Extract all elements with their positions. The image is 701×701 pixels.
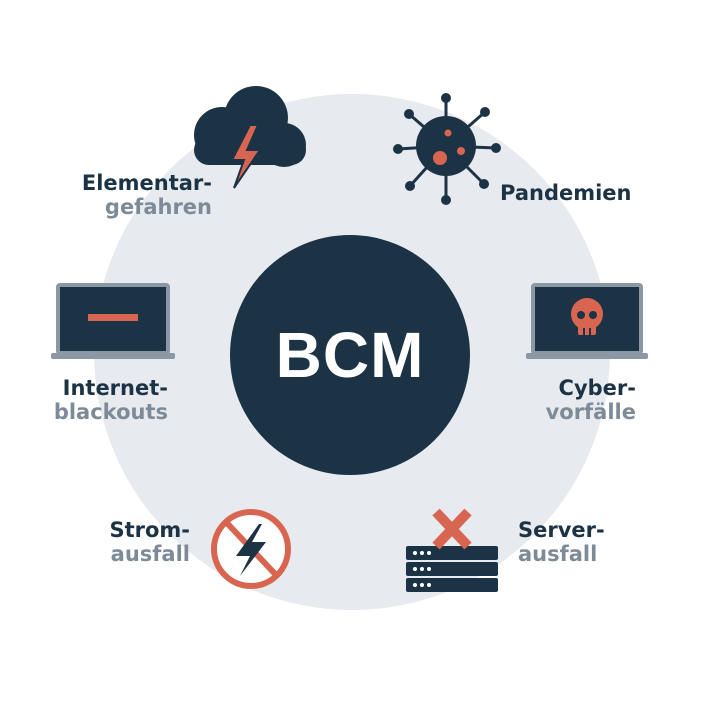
label-line2: vorfälle bbox=[545, 400, 636, 424]
label-stromausfall: Strom- ausfall bbox=[96, 518, 190, 566]
label-line1: Internet- bbox=[62, 376, 168, 400]
storm-cloud-icon bbox=[194, 86, 306, 189]
center-circle bbox=[230, 235, 470, 475]
label-cybervorfaelle: Cyber- vorfälle bbox=[520, 376, 636, 424]
label-line2: ausfall bbox=[518, 542, 598, 566]
no-power-icon bbox=[211, 509, 291, 589]
label-serverausfall: Server- ausfall bbox=[518, 518, 605, 566]
label-line2: blackouts bbox=[53, 400, 168, 424]
label-line1: Server- bbox=[518, 518, 605, 542]
laptop-skull-icon bbox=[526, 283, 648, 359]
label-line1: Strom- bbox=[109, 518, 190, 542]
laptop-minus-icon bbox=[51, 283, 175, 359]
label-elementargefahren: Elementar- gefahren bbox=[60, 171, 212, 219]
label-line1: Cyber- bbox=[558, 376, 636, 400]
center-label: BCM bbox=[275, 319, 425, 391]
label-line1: Elementar- bbox=[81, 171, 212, 195]
label-pandemien: Pandemien bbox=[500, 181, 632, 205]
server-cross-icon bbox=[406, 508, 498, 592]
label-line2: ausfall bbox=[110, 542, 190, 566]
virus-icon bbox=[393, 93, 501, 205]
label-line1: Pandemien bbox=[500, 181, 632, 205]
label-internetblackouts: Internet- blackouts bbox=[30, 376, 168, 424]
label-line2: gefahren bbox=[104, 195, 212, 219]
